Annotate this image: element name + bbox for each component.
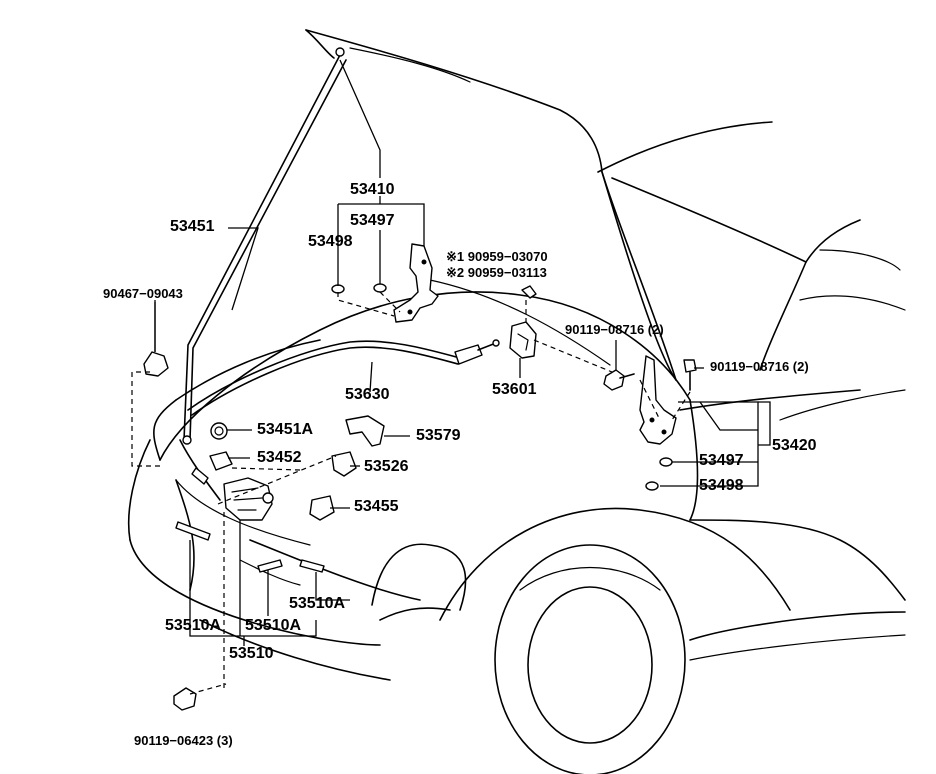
label-90119-08716-right: 90119−08716 (2)	[710, 359, 809, 374]
dashed-references	[131, 291, 691, 690]
label-53497-right: 53497	[699, 452, 744, 469]
hood-hinge-left	[331, 243, 439, 323]
label-53510a-mid: 53510A	[245, 617, 302, 634]
label-53510: 53510	[229, 645, 274, 662]
label-53451: 53451	[170, 218, 215, 235]
label-53498-right: 53498	[699, 477, 744, 494]
label-53510a-left: 53510A	[165, 617, 222, 634]
label-note-1: ※1 90959−03070	[446, 249, 548, 264]
label-53455: 53455	[354, 498, 399, 515]
label-53452: 53452	[257, 449, 302, 466]
windshield-and-roof	[597, 121, 906, 421]
label-note-2: ※2 90959−03113	[446, 265, 547, 280]
label-53410: 53410	[350, 181, 395, 198]
label-53579: 53579	[416, 427, 461, 444]
label-90467-09043: 90467−09043	[103, 286, 183, 301]
label-53526: 53526	[364, 458, 409, 475]
label-53420: 53420	[772, 437, 817, 454]
clip-90467	[143, 300, 169, 377]
leader-lines	[154, 59, 771, 646]
small-parts	[173, 415, 385, 711]
label-53630: 53630	[345, 386, 390, 403]
label-53601: 53601	[492, 381, 537, 398]
hood-lock-53601	[509, 285, 537, 359]
label-53451a: 53451A	[257, 421, 314, 438]
label-90119-08716-left: 90119−08716 (2)	[565, 322, 664, 337]
label-53497-top: 53497	[350, 212, 395, 229]
label-53510a-right: 53510A	[289, 595, 346, 612]
hood-support-rod	[182, 47, 347, 445]
label-53498-top: 53498	[308, 233, 353, 250]
label-90119-06423: 90119−06423 (3)	[134, 733, 233, 748]
hood-panel	[305, 29, 677, 381]
release-cable	[179, 339, 500, 501]
hood-hinge-right	[603, 355, 697, 491]
